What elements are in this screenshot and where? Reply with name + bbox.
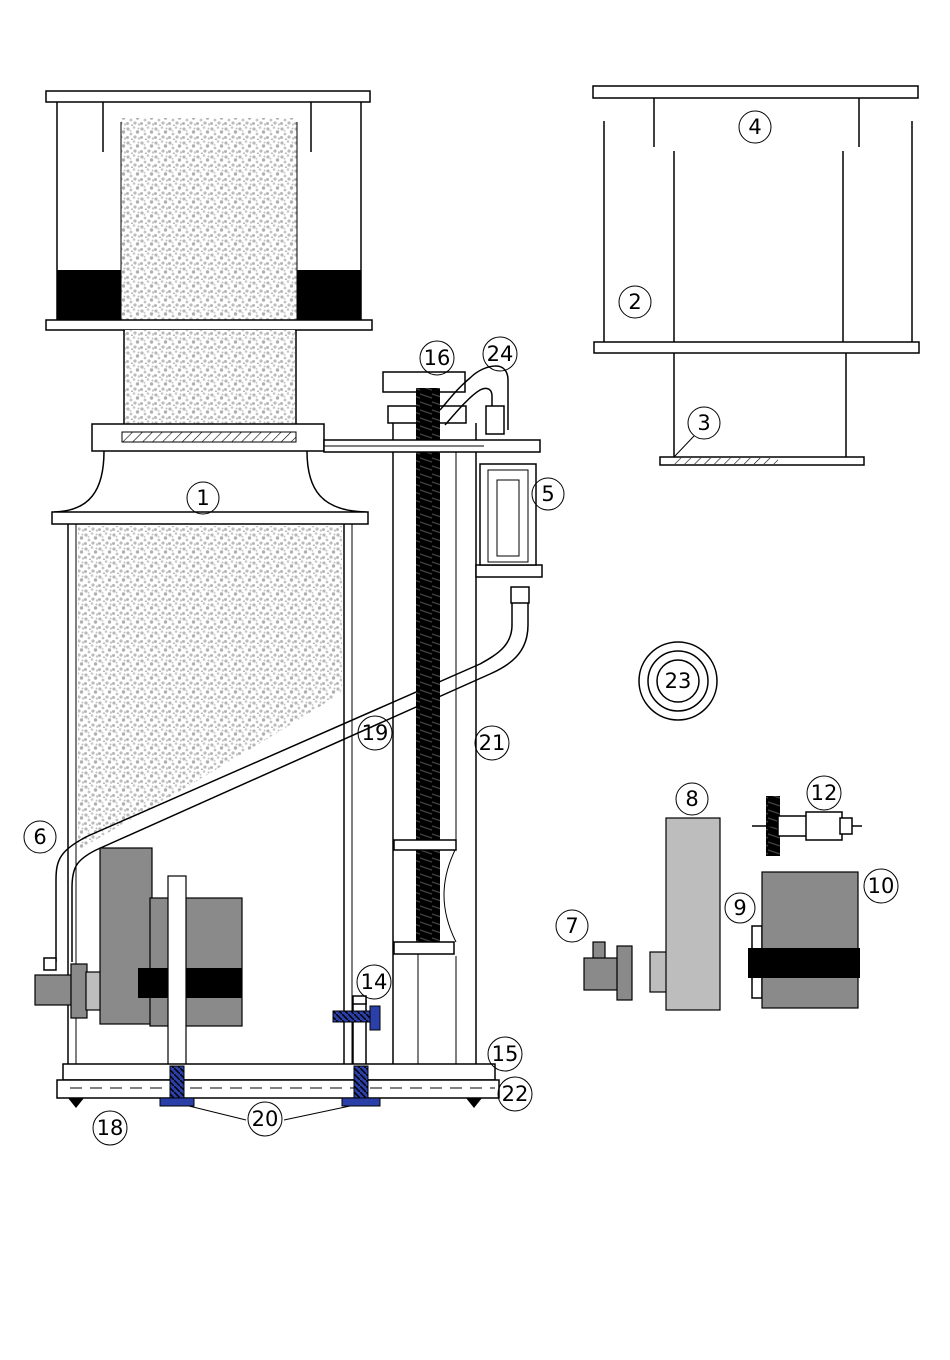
label-4: 4: [748, 115, 761, 139]
label-14: 14: [361, 970, 388, 994]
label-2: 2: [628, 290, 641, 314]
chamber-top-ring: [52, 512, 368, 524]
label-1: 1: [196, 486, 209, 510]
cup-seal: [122, 432, 296, 442]
chamber-foam: [78, 526, 342, 850]
label-18: 18: [97, 1116, 124, 1140]
label-10: 10: [868, 874, 895, 898]
label-23: 23: [665, 669, 692, 693]
label-6: 6: [33, 825, 46, 849]
pump-motor: [150, 898, 242, 1026]
valve: [333, 996, 380, 1064]
riser-foam: [125, 330, 295, 424]
adjust-screw: [416, 388, 440, 948]
exploded-pump-parts: [584, 796, 862, 1010]
cup-waste-right: [297, 270, 361, 320]
label-16: 16: [424, 346, 451, 370]
label-5: 5: [541, 482, 554, 506]
pump-stand: [168, 876, 186, 1066]
pump-assembly: [35, 848, 242, 1066]
air-silencer: [476, 464, 542, 577]
label-24: 24: [487, 342, 514, 366]
label-20: 20: [252, 1107, 279, 1131]
label-3: 3: [697, 411, 710, 435]
collection-cup: [46, 91, 372, 451]
label-15: 15: [492, 1042, 519, 1066]
cup-lid: [46, 91, 370, 102]
label-19: 19: [362, 721, 389, 745]
label-9: 9: [733, 896, 746, 920]
label-21: 21: [479, 731, 506, 755]
label-22: 22: [502, 1082, 529, 1106]
cup-foam: [121, 118, 297, 320]
label-12: 12: [811, 781, 838, 805]
label-7: 7: [565, 914, 578, 938]
cup-waste-left: [57, 270, 121, 320]
label-8: 8: [685, 787, 698, 811]
cup-base-plate: [46, 320, 372, 330]
